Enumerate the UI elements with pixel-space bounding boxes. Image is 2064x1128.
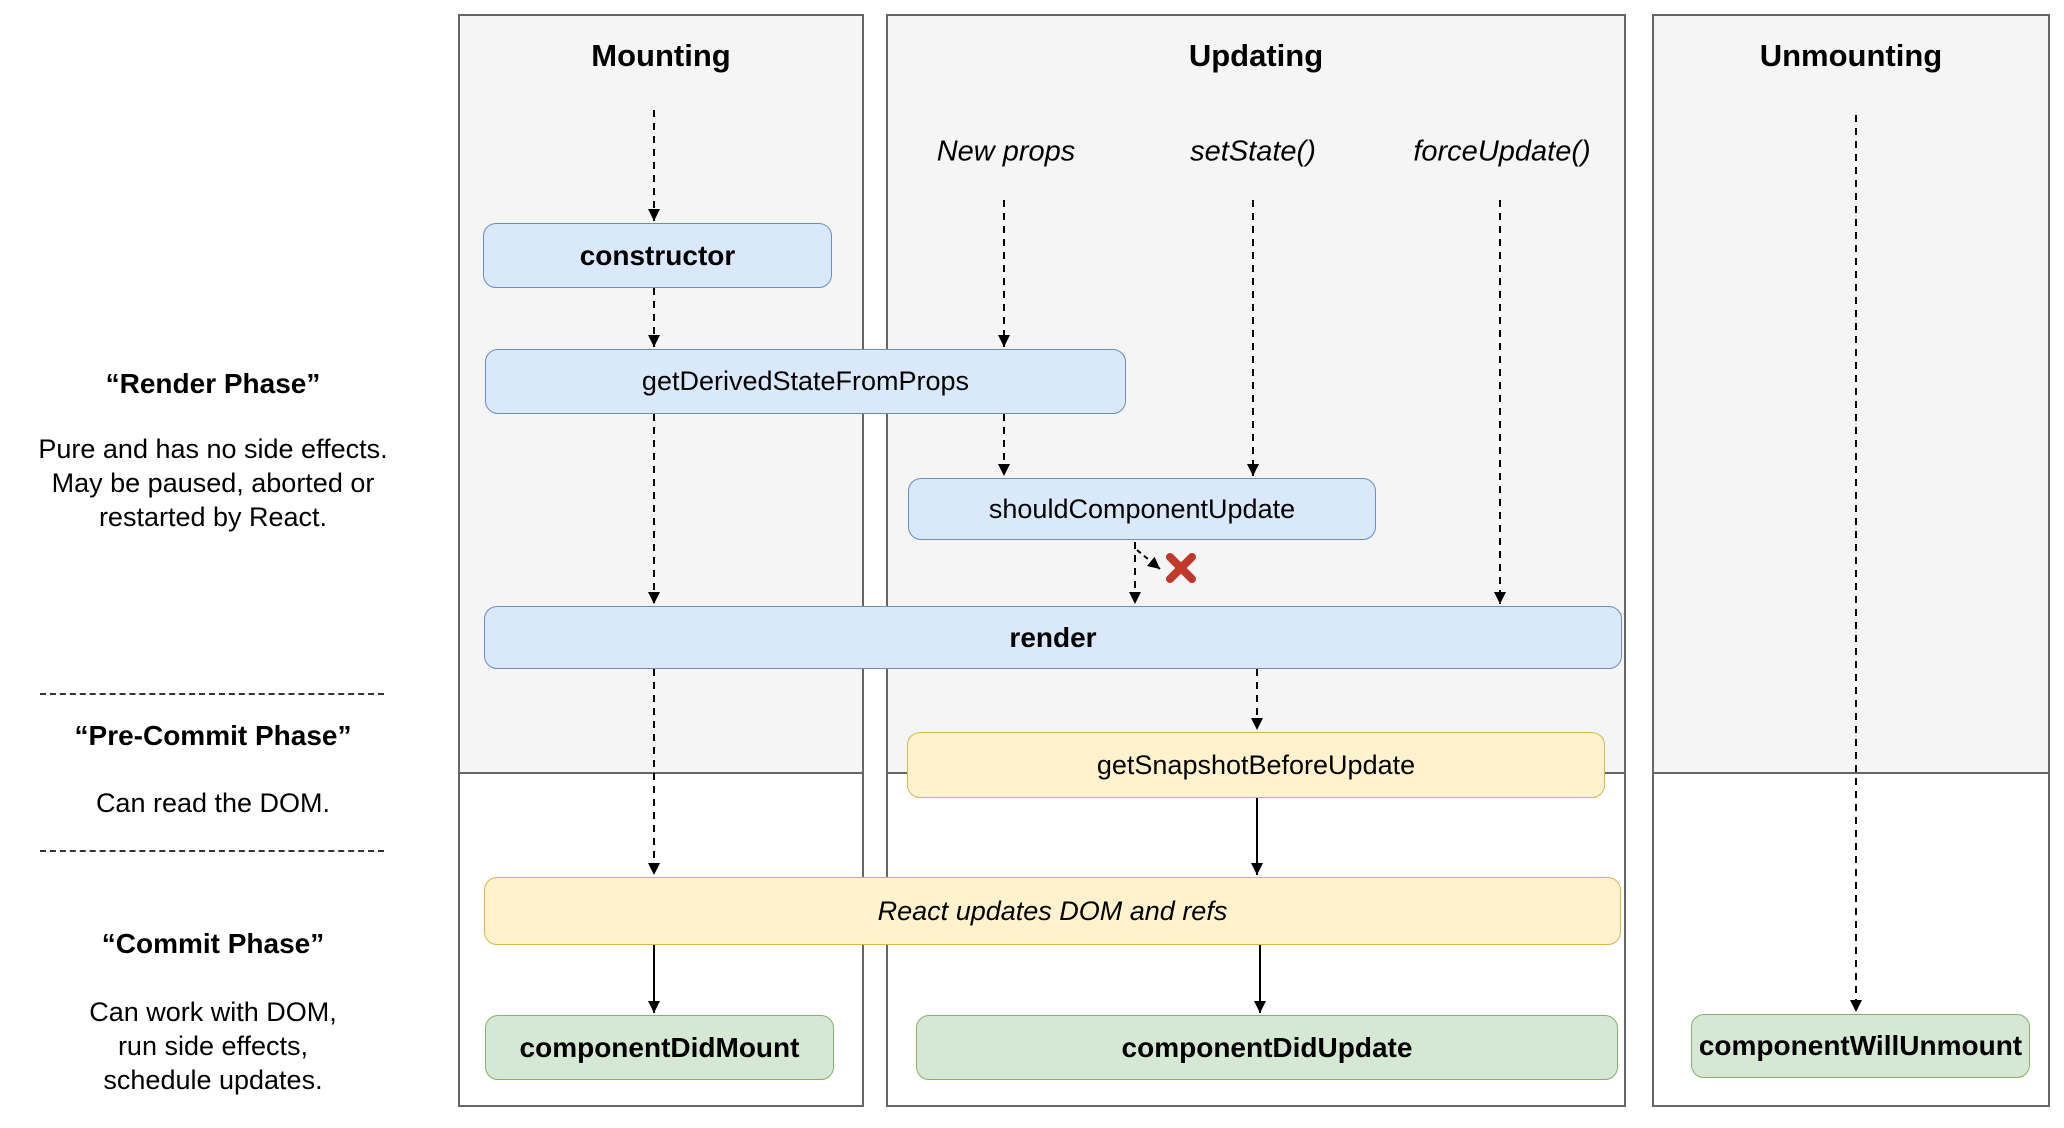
- render-phase-title: “Render Phase”: [105, 368, 321, 399]
- unmounting-column-title: Unmounting: [1759, 38, 1943, 73]
- render-phase-line-3: restarted by React.: [98, 502, 328, 532]
- mounting-column-title: Mounting: [591, 38, 731, 73]
- node-react-updates-dom-and-refs: React updates DOM and refs: [484, 877, 1621, 945]
- node-render: render: [484, 606, 1622, 669]
- pre-commit-phase-description: Can read the DOM.: [0, 786, 426, 820]
- phase-separator-bottom: [40, 850, 384, 852]
- render-phase-line-2: May be paused, aborted or: [51, 468, 375, 498]
- unmounting-column: Unmounting: [1652, 14, 2050, 1107]
- node-get-snapshot-before-update: getSnapshotBeforeUpdate: [907, 732, 1605, 798]
- pre-commit-phase-title: “Pre-Commit Phase”: [74, 720, 352, 751]
- commit-phase-line-2: run side effects,: [117, 1031, 309, 1061]
- render-phase-line-1: Pure and has no side effects.: [38, 434, 388, 464]
- trigger-force-update: forceUpdate(): [1413, 135, 1591, 168]
- phase-separator-top: [40, 693, 384, 695]
- node-component-did-update: componentDidUpdate: [916, 1015, 1618, 1080]
- trigger-new-props: New props: [936, 135, 1076, 168]
- commit-phase-title: “Commit Phase”: [101, 928, 325, 959]
- render-phase-description: Pure and has no side effects. May be pau…: [0, 432, 426, 534]
- node-component-will-unmount: componentWillUnmount: [1691, 1014, 2030, 1078]
- trigger-set-state: setState(): [1190, 135, 1316, 168]
- commit-phase-line-1: Can work with DOM,: [89, 997, 337, 1027]
- unmounting-render-phase-region: [1654, 16, 2048, 774]
- pre-commit-phase-line-1: Can read the DOM.: [95, 788, 331, 818]
- node-should-component-update: shouldComponentUpdate: [908, 478, 1376, 540]
- node-constructor: constructor: [483, 223, 832, 288]
- commit-phase-line-3: schedule updates.: [103, 1065, 323, 1095]
- updating-column-title: Updating: [1188, 38, 1324, 73]
- node-component-did-mount: componentDidMount: [485, 1015, 834, 1080]
- node-get-derived-state-from-props: getDerivedStateFromProps: [485, 349, 1126, 414]
- commit-phase-description: Can work with DOM, run side effects, sch…: [0, 995, 426, 1097]
